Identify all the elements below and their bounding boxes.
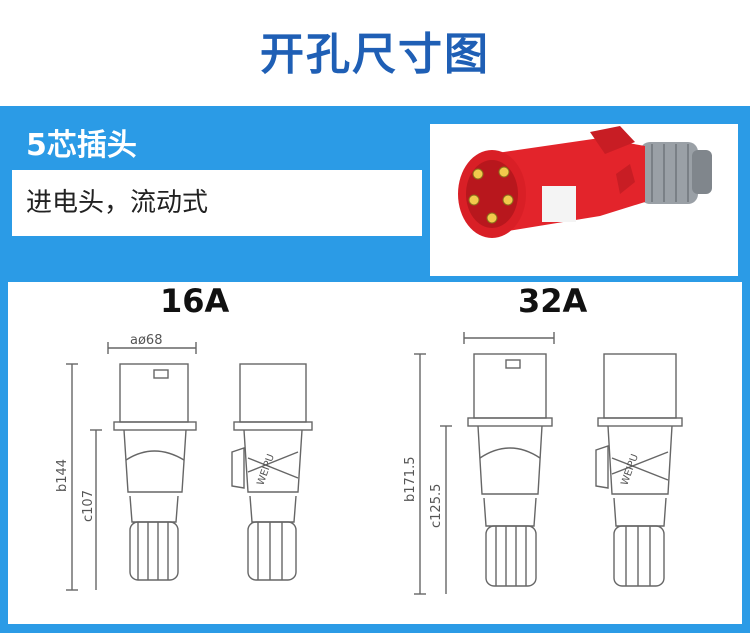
dim-diameter-16a: aø68 (130, 333, 162, 348)
description-box (12, 170, 422, 236)
size-label-32a: 32A (518, 282, 588, 320)
size-label-16a: 16A (160, 282, 230, 320)
plug-illustration (458, 126, 712, 238)
dimension-drawing: 16A 32A (8, 282, 742, 624)
brand-mark-16a: WEIPU (255, 453, 276, 487)
cable-cap (640, 142, 698, 204)
product-description: 进电头，流动式 (26, 188, 209, 218)
drawing-svg: aø68 b144 c107 b171.5 c125.5 WEIPU WEIPU (55, 332, 683, 595)
product-photo (430, 124, 738, 276)
rating-label (542, 186, 576, 222)
dim-c-32a: c125.5 (429, 484, 444, 528)
dim-b-32a: b171.5 (403, 457, 418, 502)
dim-b-16a: b144 (55, 459, 70, 492)
dim-c-16a: c107 (81, 490, 96, 522)
plug-clip (590, 126, 635, 154)
page-title: 开孔尺寸图 (260, 29, 490, 80)
plug-pins (468, 166, 514, 224)
cable-gland (692, 150, 712, 194)
product-heading: 5芯插头 (26, 128, 137, 163)
